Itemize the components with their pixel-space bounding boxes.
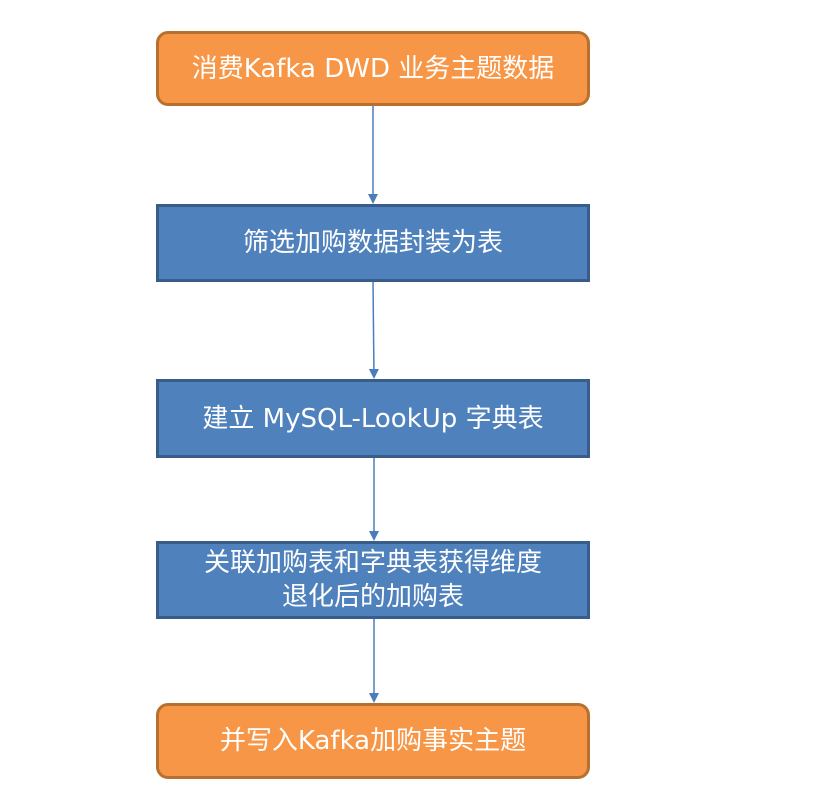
step-4-label-line-1: 关联加购表和字典表获得维度: [203, 548, 542, 578]
step-1-label: 消费Kafka DWD 业务主题数据: [191, 53, 555, 84]
step-create-lookup-table: 建立 MySQL-LookUp 字典表: [156, 379, 590, 458]
step-consume-kafka-dwd: 消费Kafka DWD 业务主题数据: [156, 31, 590, 106]
step-2-label: 筛选加购数据封装为表: [242, 228, 503, 258]
step-4-label-line-2: 退化后的加购表: [281, 582, 464, 612]
arrow-2-to-3: [368, 281, 379, 379]
step-5-label: 并写入Kafka加购事实主题: [219, 726, 527, 756]
step-filter-cart-data: 筛选加购数据封装为表: [156, 204, 590, 282]
step-join-dimension-tables: 关联加购表和字典表获得维度 退化后的加购表: [156, 541, 590, 619]
step-3-label: 建立 MySQL-LookUp 字典表: [202, 403, 544, 434]
step-write-kafka-fact-topic: 并写入Kafka加购事实主题: [156, 703, 590, 779]
